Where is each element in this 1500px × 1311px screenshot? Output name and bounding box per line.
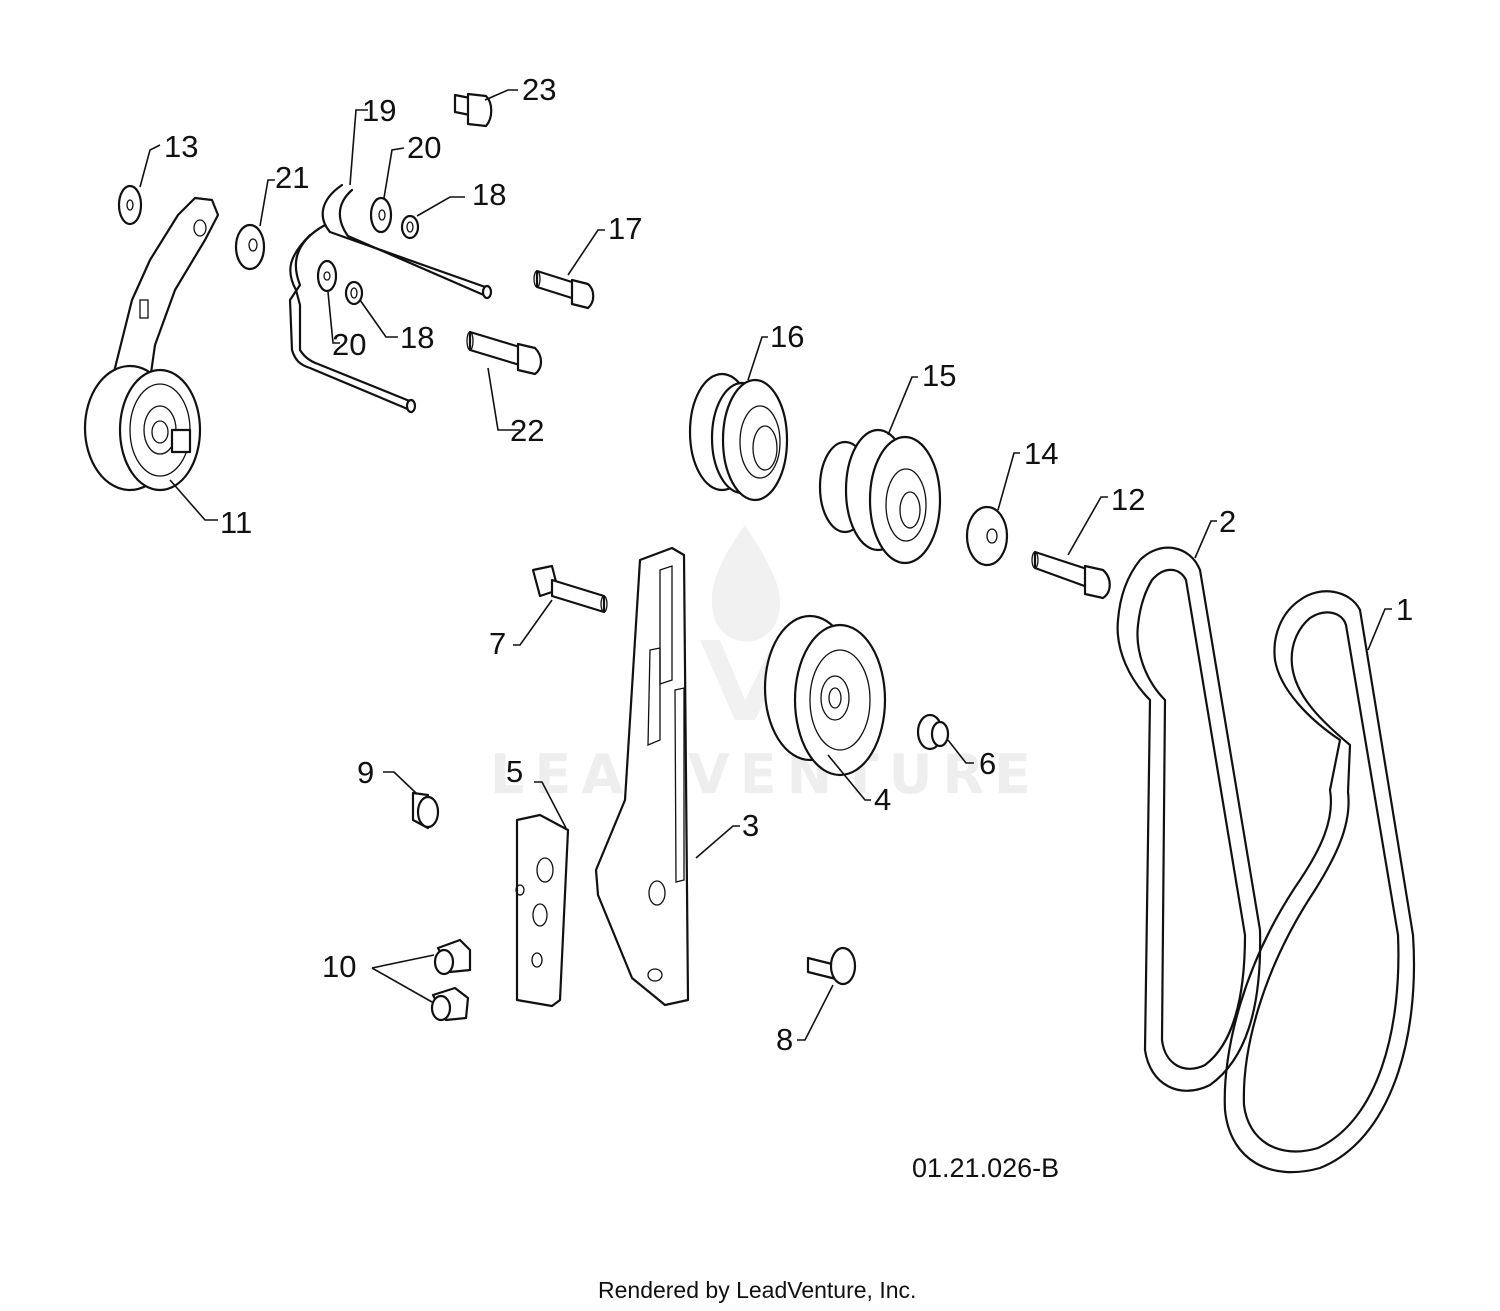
double-pulley-16 (688, 372, 789, 502)
callout-13: 13 (164, 129, 198, 164)
callout-8: 8 (776, 1022, 793, 1057)
callout-labels: 13 21 19 20 18 18 20 23 17 22 11 16 15 1… (164, 72, 1413, 1057)
callout-17: 17 (608, 211, 642, 246)
callout-14: 14 (1024, 436, 1058, 471)
callout-6: 6 (979, 746, 996, 781)
bolt-12 (1031, 550, 1111, 600)
callout-12: 12 (1111, 482, 1145, 517)
callout-21: 21 (275, 160, 309, 195)
washer-21 (234, 223, 266, 271)
callout-9: 9 (357, 755, 374, 790)
watermark-text: LEADVENTURE (490, 743, 1041, 806)
callout-19: 19 (362, 93, 396, 128)
bolt-22 (466, 330, 543, 376)
callout-3: 3 (742, 808, 759, 843)
nut-6 (916, 713, 950, 751)
bracket-3 (594, 546, 690, 1007)
callout-2: 2 (1219, 504, 1236, 539)
washer-20-upper (369, 196, 393, 234)
leader-lines (139, 89, 1392, 1041)
callout-18-upper: 18 (472, 177, 506, 212)
plate-5 (515, 813, 570, 1008)
callout-10: 10 (322, 949, 356, 984)
bolt-8 (806, 946, 857, 986)
callout-20-upper: 20 (407, 130, 441, 165)
callout-22: 22 (510, 413, 544, 448)
callout-15: 15 (922, 358, 956, 393)
callout-4: 4 (874, 782, 891, 817)
drawing-number: 01.21.026-B (912, 1153, 1059, 1183)
bolt-9 (411, 791, 440, 830)
washer-14 (965, 505, 1009, 567)
callout-18-lower: 18 (400, 320, 434, 355)
belt-1 (1223, 590, 1416, 1174)
idler-pulley-4 (763, 614, 887, 777)
pulley-15 (818, 428, 942, 565)
bolt-17 (533, 269, 595, 310)
callout-16: 16 (770, 319, 804, 354)
callout-20-lower: 20 (332, 327, 366, 362)
bolt-23 (453, 92, 493, 128)
callout-11: 11 (220, 505, 252, 540)
bolt-7 (531, 564, 608, 614)
callout-23: 23 (522, 72, 556, 107)
nut-18-lower (344, 280, 364, 306)
rod-19 (288, 183, 493, 414)
callout-7: 7 (489, 626, 506, 661)
washer-20-lower (316, 259, 338, 293)
nut-18-upper (400, 214, 420, 240)
bolts-10 (430, 938, 472, 1022)
belt-2 (1116, 546, 1262, 1092)
credit-text: Rendered by LeadVenture, Inc. (598, 1277, 916, 1303)
callout-1: 1 (1396, 592, 1413, 627)
idler-arm-pulley-11 (83, 196, 220, 492)
washer-13 (117, 184, 143, 226)
callout-5: 5 (506, 754, 523, 789)
leadventure-watermark: LEADVENTURE (490, 525, 1041, 806)
